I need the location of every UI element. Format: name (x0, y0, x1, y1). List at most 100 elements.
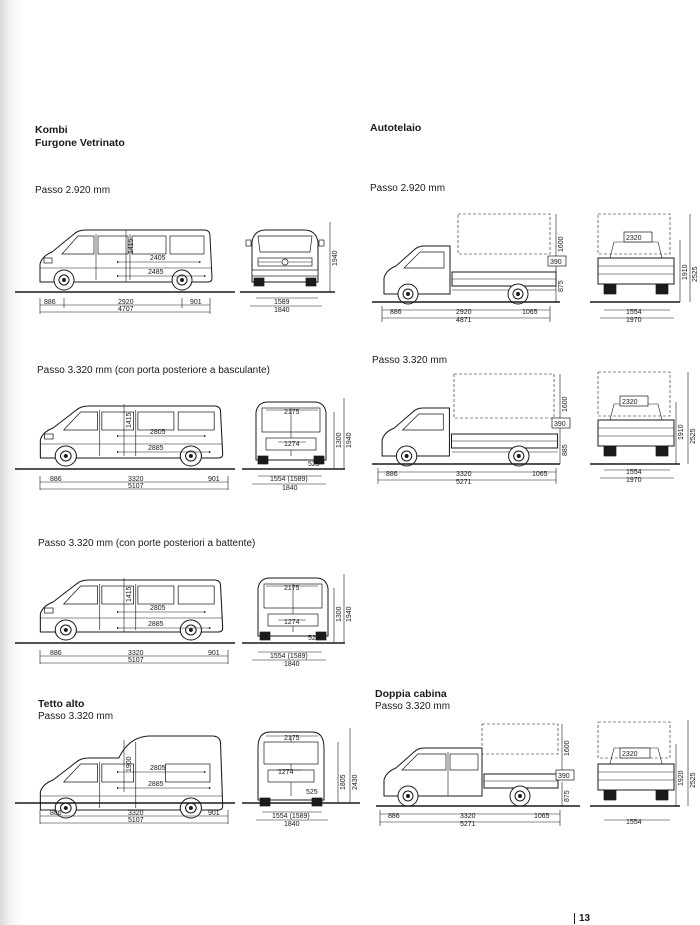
drawing-doppia-cabina: 1600 390 875 886 3320 1065 5271 2320 155… (376, 720, 697, 828)
passo-label-kombi-2920: Passo 2.920 mm (35, 185, 111, 196)
passo-label-autotelaio-2920: Passo 2.920 mm (370, 183, 446, 194)
dim-k2-overhang-front: 886 (50, 476, 62, 483)
dim-a1-length: 4871 (456, 317, 472, 324)
dim-a2-bed-width: 2320 (622, 399, 638, 406)
dim-a1-overhang-rear: 1065 (522, 309, 538, 316)
dim-a1-wheelbase: 2920 (456, 309, 472, 316)
dim-a2-wheelbase: 3320 (456, 471, 472, 478)
passo-label-tetto-alto: Passo 3.320 mm (38, 711, 114, 722)
dim-a2-length: 5271 (456, 479, 472, 486)
dim-d1-overhang-rear: 1065 (534, 813, 550, 820)
drawing-autotelaio-2920: 1600 390 875 886 2920 1065 4871 2320 155… (372, 213, 699, 324)
drawing-kombi-3320-battente: 2805 2885 1415 886 3320 901 5107 2175 12… (15, 574, 353, 668)
drawing-kombi-2920: 2405 2485 1415 886 2920 901 4707 1589 18… (15, 222, 339, 314)
passo-label-doppia-cabina: Passo 3.320 mm (375, 701, 451, 712)
dim-k3-overhang-rear: 901 (208, 650, 220, 657)
dim-a1-side-height: 390 (550, 259, 562, 266)
dim-k2-int-lower: 2885 (148, 445, 164, 452)
dim-k1-length: 4707 (118, 306, 134, 313)
drawing-tetto-alto: 2805 2885 1900 886 3320 901 5107 2175 12… (15, 728, 360, 828)
section-title-autotelaio: Autotelaio (370, 122, 422, 134)
dim-d1-height-2: 2525 (690, 772, 697, 788)
dim-k1-overhang-front: 886 (44, 299, 56, 306)
dim-a1-height-1: 1910 (682, 264, 689, 280)
dim-k3-wheelbase: 3320 (128, 650, 144, 657)
dim-k3-track: 1554 (1589) (270, 653, 308, 660)
dim-k1-height: 1940 (332, 250, 339, 266)
passo-label-autotelaio-3320: Passo 3.320 mm (372, 355, 448, 366)
dim-k3-height-2: 1940 (346, 606, 353, 622)
dim-t1-overhang-rear: 901 (208, 810, 220, 817)
dim-a2-height-2: 2525 (690, 428, 697, 444)
dim-k3-inner-width: 1274 (284, 619, 300, 626)
dim-d1-wheelbase: 3320 (460, 813, 476, 820)
dim-k2-overhang-rear: 901 (208, 476, 220, 483)
dim-t1-wheelbase: 3320 (128, 810, 144, 817)
dim-k2-length: 5107 (128, 483, 144, 490)
dim-a2-height-1: 1910 (678, 424, 685, 440)
dim-k1-int-lower: 2485 (148, 269, 164, 276)
page-number: 13 (574, 913, 590, 924)
dim-a2-floor-height: 885 (562, 444, 569, 456)
dim-k1-width: 1840 (274, 307, 290, 314)
dim-a1-track: 1554 (626, 309, 642, 316)
dim-t1-int-upper: 2805 (150, 765, 166, 772)
dim-a1-load-height: 1600 (558, 236, 565, 252)
dim-k2-track: 1554 (1589) (270, 476, 308, 483)
dim-k3-int-upper: 2805 (150, 605, 166, 612)
dim-k1-int-height: 1415 (128, 238, 135, 254)
dim-k3-overhang-front: 886 (50, 650, 62, 657)
dim-t1-int-height: 1900 (126, 756, 133, 772)
dim-k3-int-height: 1415 (126, 586, 133, 602)
dim-k1-int-upper: 2405 (150, 255, 166, 262)
passo-label-kombi-3320-battente: Passo 3.320 mm (con porte posteriori a b… (38, 538, 256, 549)
dim-t1-overhang-front: 886 (50, 810, 62, 817)
dim-a1-overhang-front: 886 (390, 309, 402, 316)
dim-d1-length: 5271 (460, 821, 476, 828)
dim-k2-sill: 525 (308, 461, 320, 468)
dim-t1-length: 5107 (128, 817, 144, 824)
dim-d1-track: 1554 (626, 819, 642, 826)
dim-k2-height-2: 1940 (346, 432, 353, 448)
dim-a2-overhang-rear: 1065 (532, 471, 548, 478)
dim-t1-door-width: 2175 (284, 735, 300, 742)
dim-k2-height-1: 1300 (336, 432, 343, 448)
dim-k3-height-1: 1300 (336, 606, 343, 622)
dim-k1-wheelbase: 2920 (118, 299, 134, 306)
dim-k2-wheelbase: 3320 (128, 476, 144, 483)
passo-label-kombi-3320-basculante: Passo 3.320 mm (con porta posteriore a b… (37, 365, 270, 376)
dim-k1-track: 1589 (274, 299, 290, 306)
dim-a2-width: 1970 (626, 477, 642, 484)
dim-d1-overhang-front: 886 (388, 813, 400, 820)
page-spine-shadow (0, 0, 22, 925)
dim-t1-track: 1554 (1589) (272, 813, 310, 820)
dim-t1-int-lower: 2885 (148, 781, 164, 788)
dim-a2-track: 1554 (626, 469, 642, 476)
dim-k3-length: 5107 (128, 657, 144, 664)
drawing-kombi-3320-basculante: 2805 2885 1415 886 3320 901 5107 2175 12… (15, 398, 353, 492)
dim-a2-load-height: 1600 (562, 396, 569, 412)
dim-d1-floor-height: 875 (564, 790, 571, 802)
dim-a1-floor-height: 875 (558, 280, 565, 292)
section-title-tetto-alto: Tetto alto (38, 698, 85, 710)
dim-a2-side-height: 390 (554, 421, 566, 428)
section-title-furgone: Furgone Vetrinato (35, 137, 125, 149)
dim-k1-overhang-rear: 901 (190, 299, 202, 306)
dim-d1-side-height: 390 (558, 773, 570, 780)
section-title-doppia-cabina: Doppia cabina (375, 688, 447, 700)
dim-t1-width: 1840 (284, 821, 300, 828)
section-title-kombi: Kombi (35, 124, 68, 136)
dim-t1-inner-width: 1274 (278, 769, 294, 776)
dim-k2-width: 1840 (282, 485, 298, 492)
dim-k2-inner-width: 1274 (284, 441, 300, 448)
dim-d1-load-height: 1600 (564, 740, 571, 756)
dim-k2-int-height: 1415 (126, 412, 133, 428)
drawing-autotelaio-3320: 1600 390 885 886 3320 1065 5271 2320 155… (372, 371, 697, 486)
dim-a1-bed-width: 2320 (626, 235, 642, 242)
dim-k2-door-width: 2175 (284, 409, 300, 416)
dim-k2-int-upper: 2805 (150, 429, 166, 436)
dim-a1-width: 1970 (626, 317, 642, 324)
dim-k3-int-lower: 2885 (148, 621, 164, 628)
